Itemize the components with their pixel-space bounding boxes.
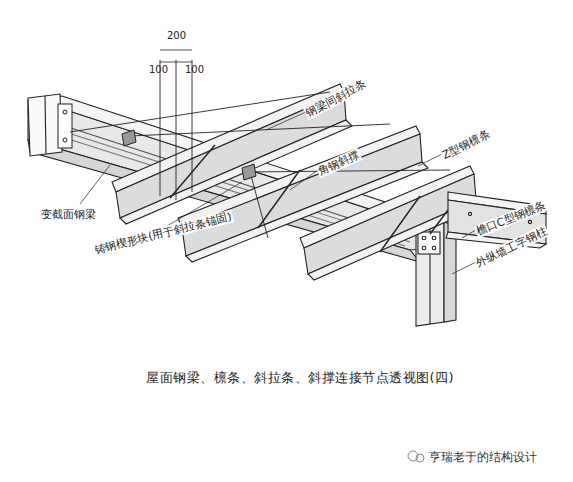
dimension-text: 100 [184,64,205,76]
watermark: 亨瑞老于的结构设计 [428,450,538,464]
part-label: Z型钢檩条 [439,127,493,162]
caption: 屋面钢梁、檩条、斜拉条、斜撑连接节点透视图(四) [145,370,455,386]
part-label: 变截面钢梁 [40,208,97,221]
dimension-text: 100 [148,64,169,76]
dimension-text: 200 [166,30,187,42]
